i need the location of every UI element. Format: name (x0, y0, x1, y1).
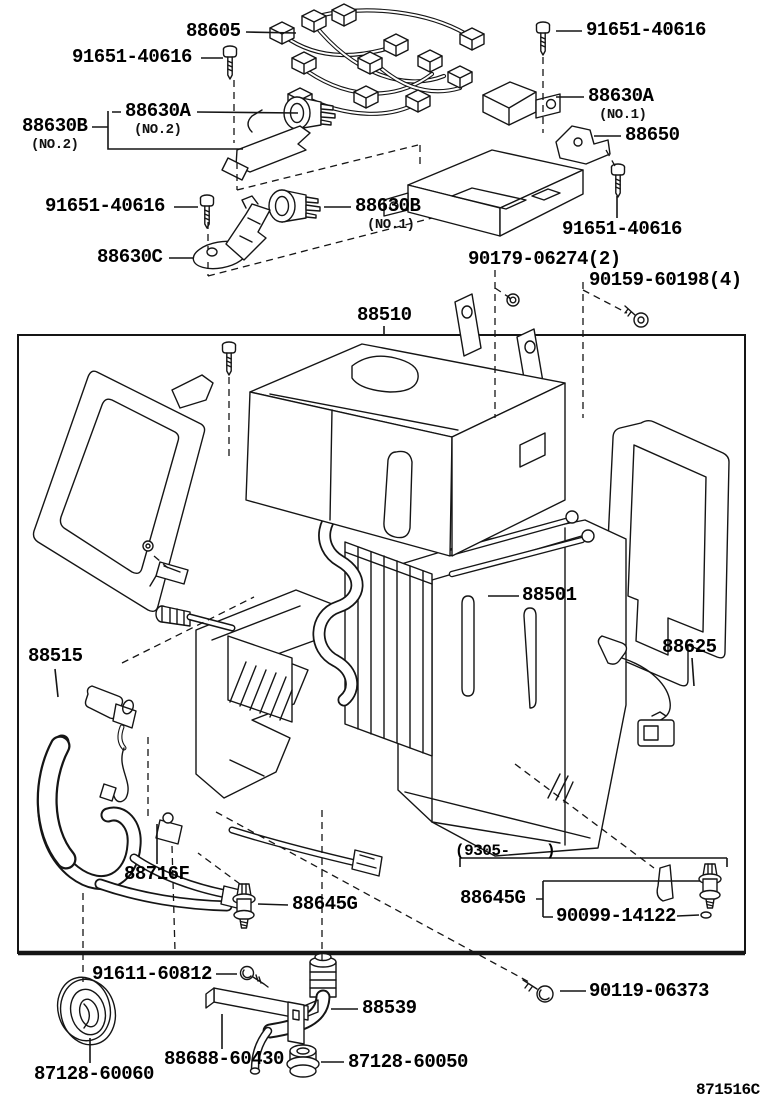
callout-88645g-box: 88645G (292, 893, 358, 915)
callout-88630b-no1-sub: (NO.1) (367, 217, 415, 233)
callout-88630b-no1: 88630B (355, 195, 421, 217)
drain-pipe-88539 (249, 952, 337, 1075)
grommet-87128-60060 (56, 976, 117, 1046)
callout-88630a-no1: 88630A (588, 85, 654, 107)
callout-88650: 88650 (625, 124, 680, 146)
callout-88605: 88605 (186, 20, 241, 42)
nut-90179 (506, 293, 520, 307)
unit-boundary-box (17, 334, 746, 956)
drain-connector-pipe (232, 830, 383, 877)
callout-9305-note: (9305- ) (455, 842, 556, 860)
callout-91611: 91611-60812 (92, 963, 212, 985)
screw-91651-mid-right (610, 163, 626, 198)
screw-90159 (624, 305, 649, 328)
bracket-88630c (192, 195, 271, 270)
callout-88630b-no2: 88630B (22, 115, 88, 137)
hvac-upper-case (245, 293, 566, 557)
thermistor-88625 (597, 635, 675, 747)
refrigerant-pipes (450, 510, 595, 574)
callout-87128-60050: 87128-60050 (348, 1051, 468, 1073)
sensor-88630b-no1 (268, 189, 321, 223)
callout-88630a-no2-sub: (NO.2) (134, 122, 182, 138)
bracket-88630b-no2 (221, 109, 311, 181)
callout-88501: 88501 (522, 584, 577, 606)
callout-87128-60060: 87128-60060 (34, 1063, 154, 1085)
figure-code: 871516C (696, 1081, 760, 1099)
callout-88716f: 88716F (124, 863, 190, 885)
oring (700, 911, 712, 919)
thermistor-88515 (84, 685, 137, 803)
seal-left (32, 370, 214, 613)
leader-lines (54, 30, 728, 1063)
callout-88515: 88515 (28, 645, 83, 667)
callout-88688: 88688-60430 (164, 1048, 284, 1070)
callout-90159: 90159-60198(4) (589, 269, 742, 291)
callout-88510: 88510 (357, 304, 412, 326)
callout-91651-top-left: 91651-40616 (72, 46, 192, 68)
callout-88539: 88539 (362, 997, 417, 1019)
projection-lines (82, 57, 655, 983)
evaporator-core-fins (227, 635, 293, 723)
callout-91651-top-right: 91651-40616 (586, 19, 706, 41)
case-screw (221, 341, 237, 376)
pressure-switch-88645g-later (698, 863, 722, 919)
amplifier-88650 (383, 125, 611, 237)
screw-91651-top-right (535, 21, 551, 56)
evaporator-core (344, 541, 433, 757)
screw-91651-top-left (222, 45, 238, 80)
callout-88645g-right: 88645G (460, 887, 526, 909)
screw-91611 (239, 965, 269, 988)
callout-88630a-no1-sub: (NO.1) (599, 107, 647, 123)
callout-90179: 90179-06274(2) (468, 248, 621, 270)
clip (656, 864, 674, 902)
callout-91651-mid-right: 91651-40616 (562, 218, 682, 240)
grommet-87128-60050 (286, 1044, 320, 1078)
callout-90099: 90099-14122 (556, 905, 676, 927)
callout-91651-mid-left: 91651-40616 (45, 195, 165, 217)
relay-88630a-no1 (482, 81, 561, 126)
pipe-fitting (155, 605, 232, 628)
screw-91651-mid-left (199, 194, 215, 229)
pipe-bracket-88688 (205, 987, 319, 1045)
callout-88625: 88625 (662, 636, 717, 658)
screw-90119 (522, 979, 554, 1003)
callout-88630c: 88630C (97, 246, 163, 268)
callout-88630b-no2-sub: (NO.2) (31, 137, 79, 153)
callout-88630a-no2: 88630A (125, 100, 191, 122)
callout-90119: 90119-06373 (589, 980, 709, 1002)
